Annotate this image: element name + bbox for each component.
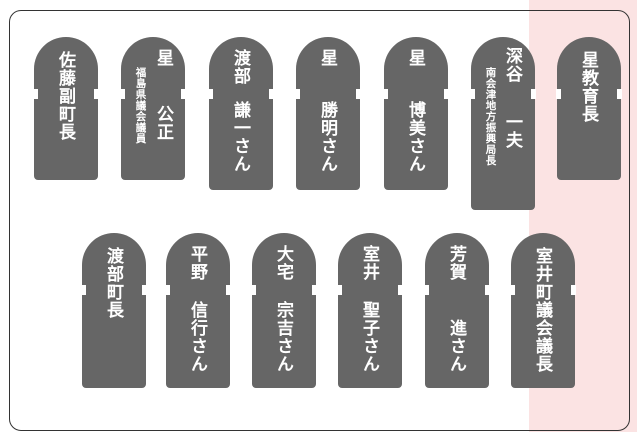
seat-surname: 室井 bbox=[359, 245, 379, 281]
seat-marker: 渡部 謙一さん bbox=[209, 37, 273, 190]
seat-given-name: 公正 bbox=[153, 105, 173, 141]
seat-surname: 星 bbox=[153, 49, 173, 67]
seat-marker: 平野 信行さん bbox=[166, 233, 230, 388]
seat-surname: 平野 bbox=[187, 245, 207, 281]
seat-marker: 室井 聖子さん bbox=[338, 233, 402, 388]
seat-surname: 渡部 bbox=[230, 49, 250, 85]
seat-marker: 佐藤副町長 bbox=[34, 37, 98, 180]
seat-marker: 渡部町長 bbox=[82, 233, 146, 388]
seat-given-name: 謙一さん bbox=[230, 101, 250, 173]
seating-chart-frame bbox=[9, 10, 630, 431]
seat-given-name: 聖子さん bbox=[359, 301, 379, 373]
seat-surname: 星 bbox=[405, 49, 425, 67]
seat-name: 星教育長 bbox=[578, 51, 598, 123]
seat-marker: 星 公正 福島県議会議員 bbox=[121, 37, 185, 180]
seat-marker: 深谷 一夫 南会津地方振興局長 bbox=[471, 37, 535, 210]
seat-marker: 芳賀 進さん bbox=[425, 233, 489, 388]
seat-name: 渡部町長 bbox=[103, 247, 123, 319]
seat-marker: 星 博美さん bbox=[384, 37, 448, 190]
seat-name: 佐藤副町長 bbox=[55, 51, 75, 141]
seat-marker: 星 勝明さん bbox=[296, 37, 360, 190]
seat-given-name: 宗吉さん bbox=[273, 301, 293, 373]
seat-given-name: 博美さん bbox=[405, 101, 425, 173]
seat-given-name: 進さん bbox=[446, 319, 466, 373]
seat-marker: 室井町議会議長 bbox=[511, 233, 575, 388]
seat-surname: 大宅 bbox=[273, 245, 293, 281]
seat-name: 室井町議会議長 bbox=[532, 247, 552, 373]
seat-surname: 芳賀 bbox=[446, 245, 466, 281]
seat-title: 福島県議会議員 bbox=[134, 67, 147, 144]
seat-surname: 星 bbox=[317, 49, 337, 67]
seat-given-name: 勝明さん bbox=[317, 101, 337, 173]
seat-given-name: 一夫 bbox=[502, 113, 522, 149]
seat-surname: 深谷 bbox=[502, 47, 522, 83]
seat-title: 南会津地方振興局長 bbox=[484, 67, 497, 166]
seat-marker: 星教育長 bbox=[557, 37, 621, 180]
seat-given-name: 信行さん bbox=[187, 301, 207, 373]
seat-marker: 大宅 宗吉さん bbox=[252, 233, 316, 388]
